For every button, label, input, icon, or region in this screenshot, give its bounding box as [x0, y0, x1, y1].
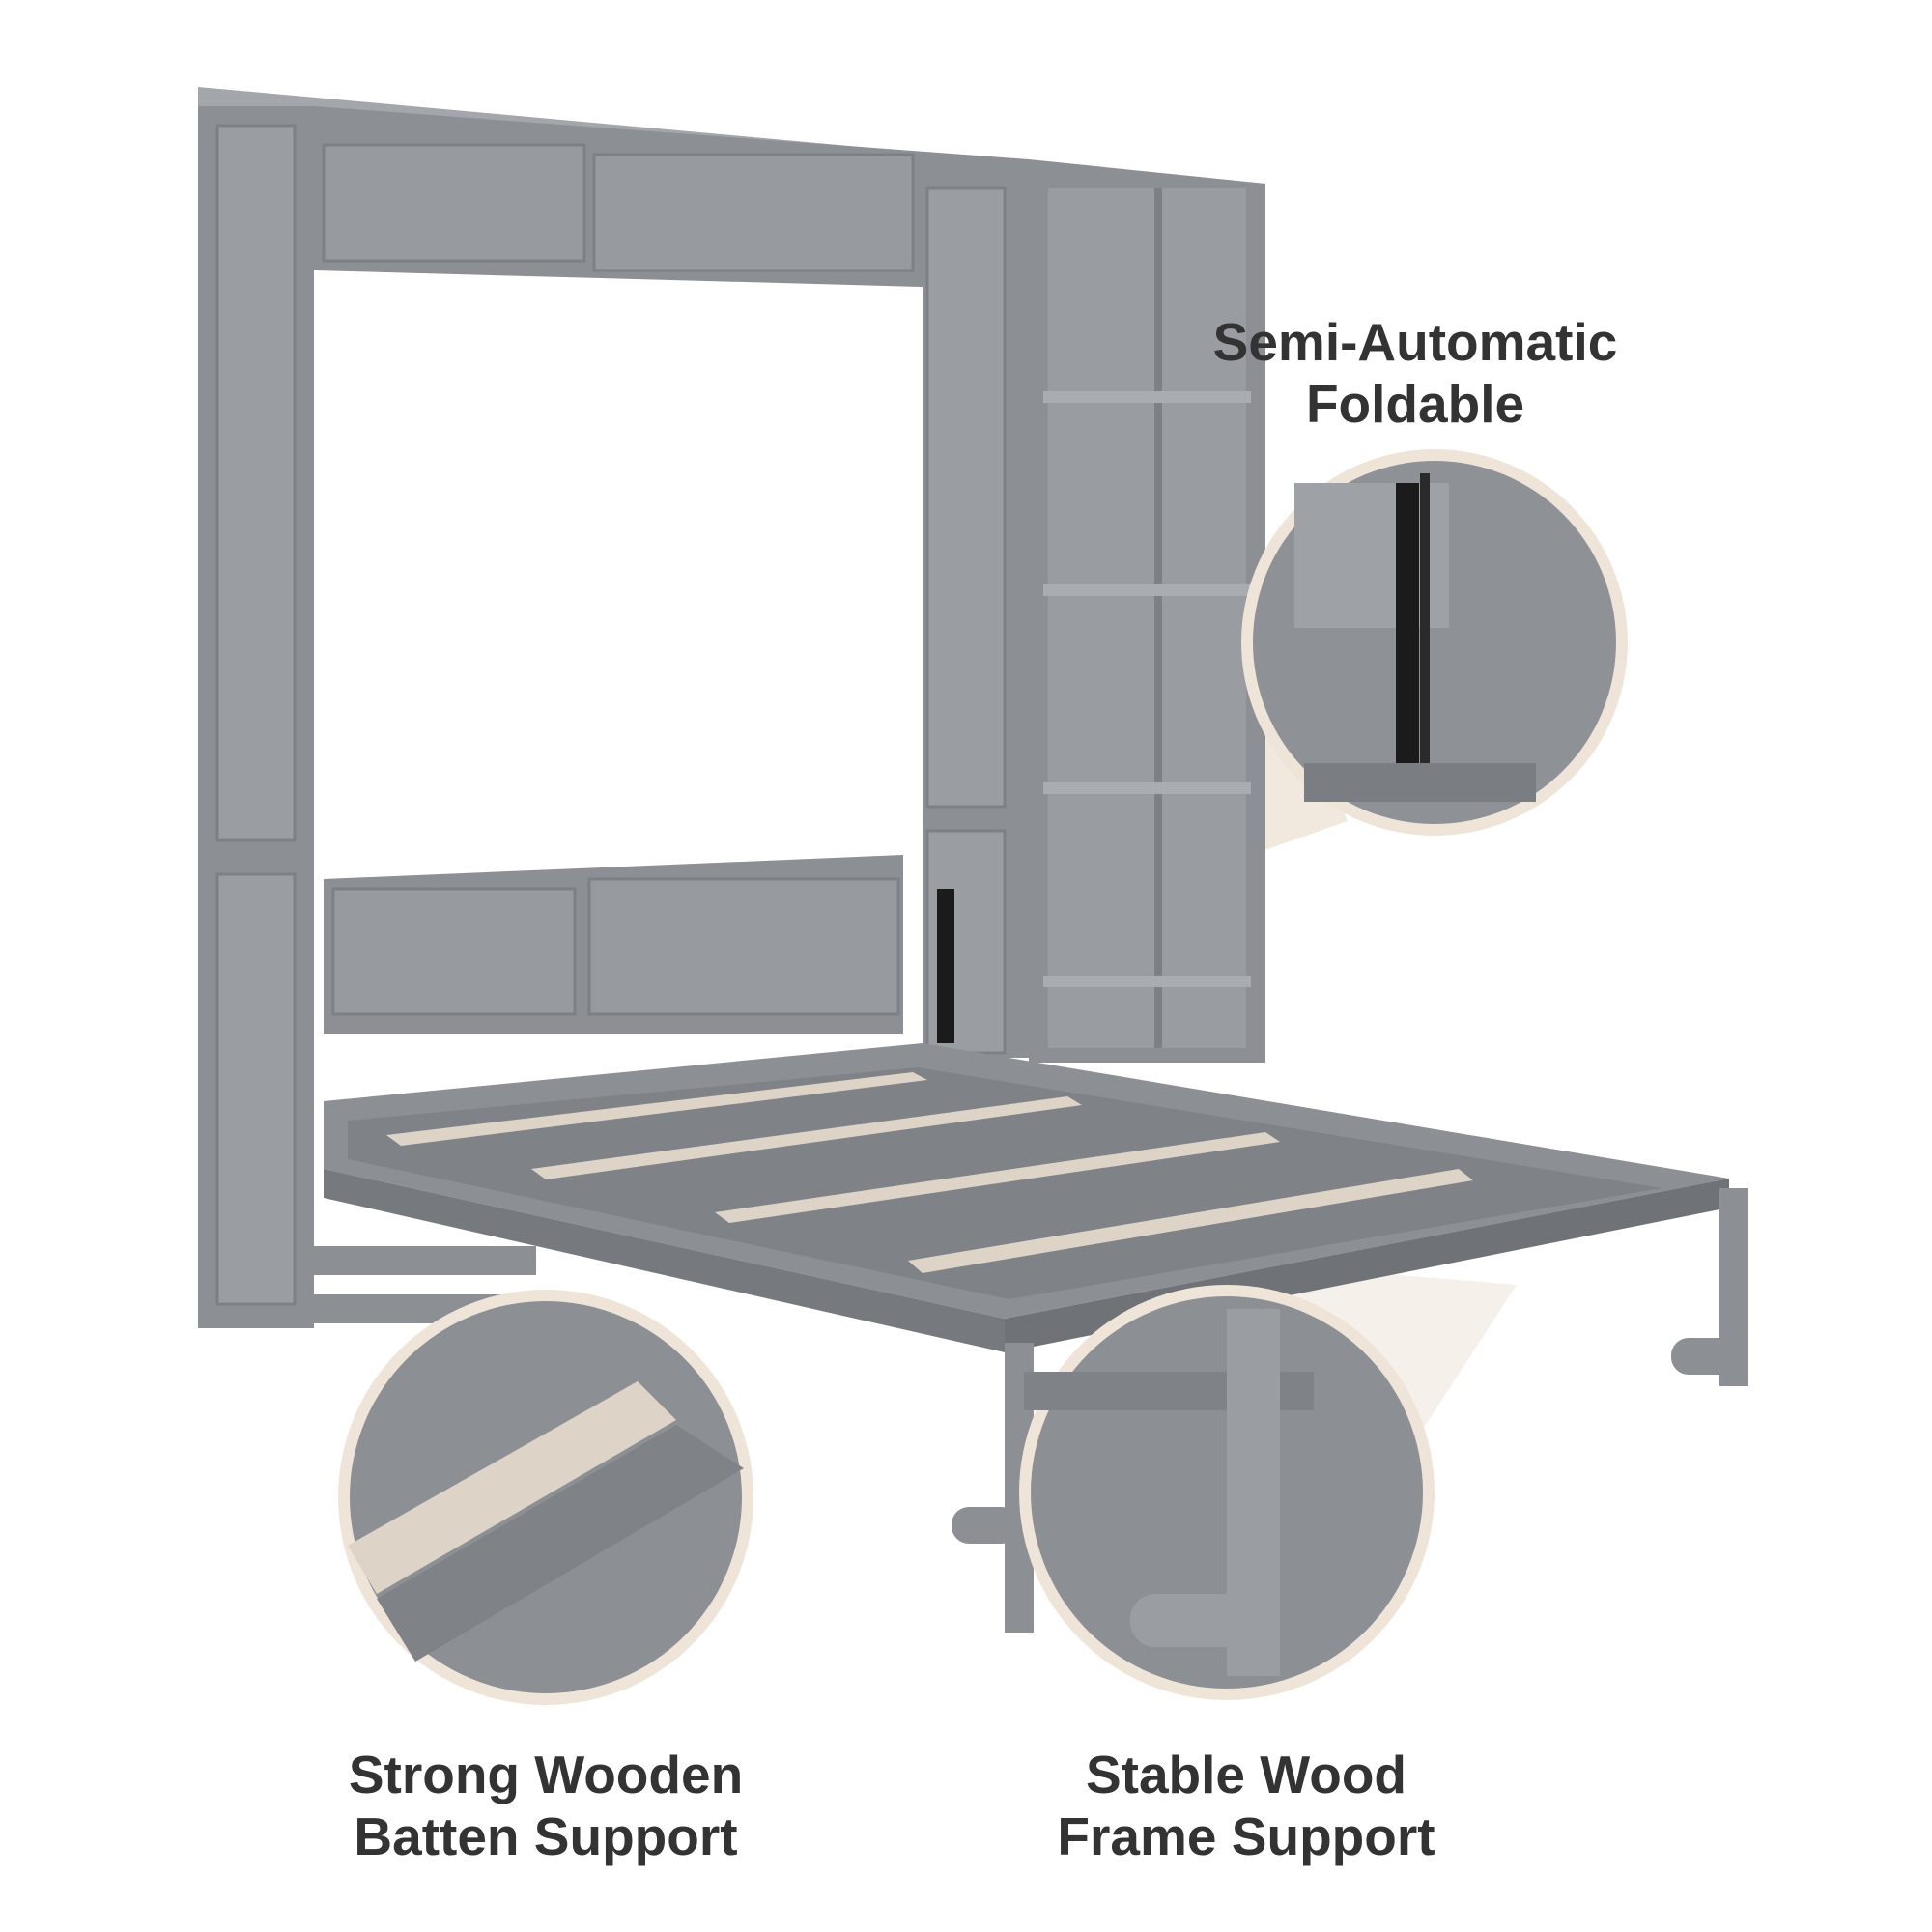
callout-frame — [1019, 1285, 1435, 1700]
gas-spring-detail-icon — [1396, 483, 1419, 782]
bed-frame — [324, 1043, 1748, 1633]
callout-semi-automatic — [1241, 449, 1628, 836]
wooden-slats — [386, 1072, 1473, 1273]
caption-frame: Stable Wood Frame Support — [1005, 1744, 1488, 1867]
callout-batten — [338, 1290, 753, 1705]
caption-semi-automatic: Semi-Automatic Foldable — [1164, 311, 1666, 435]
murphy-cabinet — [198, 87, 1265, 1328]
caption-batten: Strong Wooden Batten Support — [319, 1744, 773, 1867]
caption-frame-line1: Stable Wood — [1085, 1745, 1407, 1804]
caption-batten-line1: Strong Wooden — [348, 1745, 744, 1804]
side-bookshelf — [1029, 159, 1265, 1063]
gas-spring-icon — [937, 889, 954, 1043]
caption-semi-automatic-line1: Semi-Automatic — [1212, 312, 1618, 372]
caption-batten-line2: Batten Support — [354, 1806, 738, 1866]
caption-frame-line2: Frame Support — [1057, 1806, 1435, 1866]
caption-semi-automatic-line2: Foldable — [1305, 374, 1525, 434]
wooden-slat-detail-icon — [348, 1381, 676, 1594]
